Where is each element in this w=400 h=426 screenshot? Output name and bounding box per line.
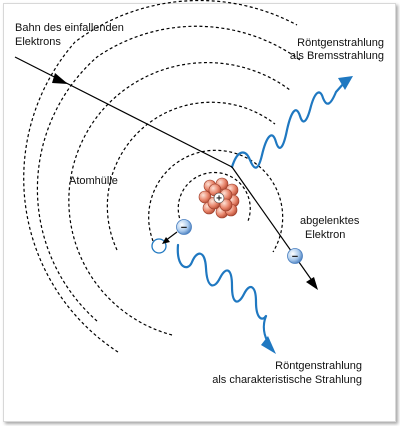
deflected-electron [287,248,303,264]
atom-shells [23,0,301,353]
characteristic-label-line2: als charakteristische Strahlung [212,374,362,386]
bremsstrahlung-arrowhead [338,76,353,90]
incident-label-line1: Bahn des einfallenden [15,22,124,34]
nucleus-charge-symbol: + [216,194,222,205]
bremsstrahlung-label-line1: Röntgenstrahlung [297,37,384,49]
shell-arc-5 [36,25,301,322]
electron-vacancy [151,238,167,254]
shell-arc-6 [23,0,298,353]
diagram-frame [3,3,396,422]
orbital-electron-charge: − [181,222,187,234]
bremsstrahlung-label-line2: als Bremsstrahlung [290,50,384,62]
shell-arc-4 [68,62,291,336]
shell-label: Atomhülle [69,175,118,187]
incident-path [14,56,233,168]
orbital-electron [176,219,192,235]
shell-arc-2 [148,149,284,253]
incident-arrowhead [52,73,68,84]
characteristic-label-line1: Röntgenstrahlung [275,360,362,372]
deflected-label-line1: abgelenktes [300,215,360,227]
nucleus-charge-badge [213,192,225,204]
deflected-electron-charge: − [292,251,298,263]
electron-trajectory [14,56,314,283]
deflected-label-line2: Elektron [305,229,345,241]
deflected-arrowhead [306,277,318,290]
characteristic-wave [176,243,268,320]
bremsstrahlung-wave [230,81,346,169]
shell-arc-1 [177,171,251,229]
deflected-path [231,166,314,283]
characteristic-arrowhead [261,336,276,354]
incident-label-line2: Elektrons [15,36,61,48]
shell-arc-3 [106,101,276,251]
